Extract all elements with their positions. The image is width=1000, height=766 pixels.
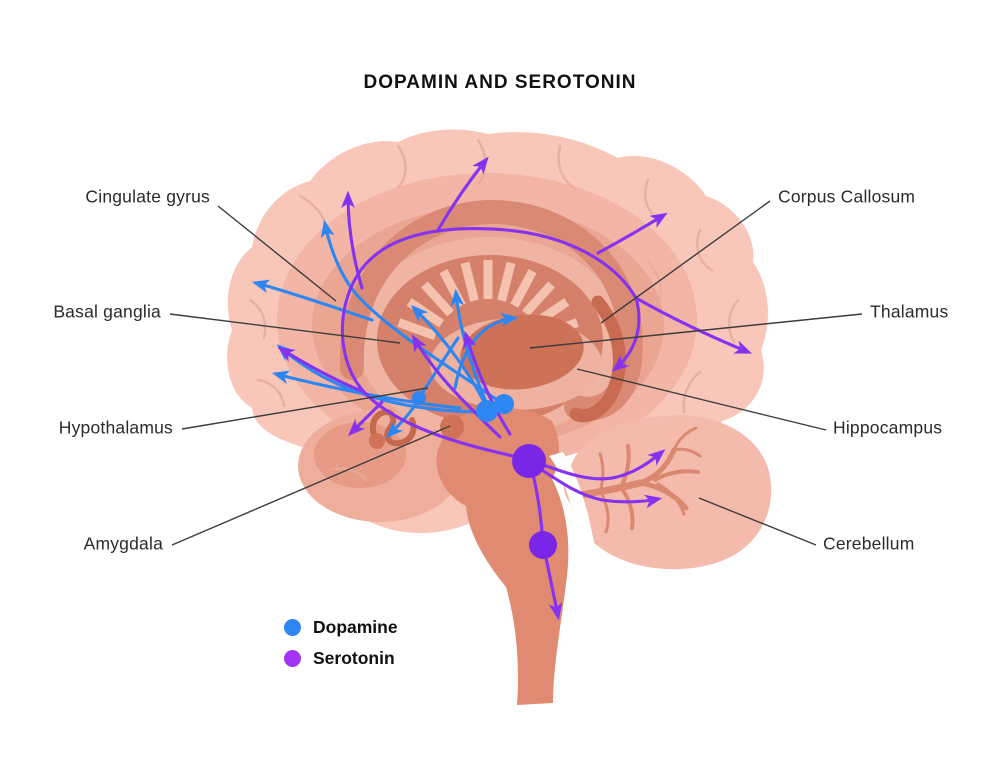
fan-slat [522,281,555,317]
label-cingulate-gyrus: Cingulate gyrus [85,186,210,207]
leader-corpus-callosum [600,200,771,324]
leader-hypothalamus [181,387,429,430]
legend-serotonin-label: Serotonin [313,648,395,668]
dopamine-node [476,400,498,422]
legend-row-serotonin: Serotonin [284,643,398,674]
fan-slat [421,281,454,317]
leader-thalamus [529,313,863,349]
legend-dopamine-label: Dopamine [313,617,398,637]
dopamine-dot-icon [284,619,301,636]
diagram-title: DOPAMIN AND SEROTONIN [363,72,637,93]
label-hypothalamus: Hypothalamus [58,417,173,438]
dopamine-node [412,391,426,405]
legend: Dopamine Serotonin [284,612,398,674]
fan-slat [397,318,437,341]
legend-row-dopamine: Dopamine [284,612,398,643]
arbor-vitae [570,426,702,534]
mammillary-spot [369,433,385,449]
serotonin-node [529,531,557,559]
dopamine-node [494,394,514,414]
serotonin-dot-icon [284,650,301,667]
label-thalamus: Thalamus [870,301,949,322]
leader-lines [169,200,863,546]
serotonin-node [512,444,546,478]
label-amygdala: Amygdala [83,533,163,554]
corpus-callosum-band [339,199,643,421]
ventricle-gap [549,452,599,572]
label-cerebellum: Cerebellum [823,533,915,554]
leader-cerebellum [698,497,817,546]
fan-slat [510,269,537,308]
fan-slat [497,261,516,302]
leader-basal-ganglia [169,313,401,344]
label-basal-ganglia: Basal ganglia [53,301,161,322]
leader-hippocampus [576,368,827,431]
leader-amygdala [171,425,451,546]
label-hippocampus: Hippocampus [833,417,943,438]
thalamus-shape [460,314,584,390]
label-corpus-callosum: Corpus Callosum [778,186,916,207]
fan-slat [460,261,479,302]
pathway-nodes [412,391,557,559]
amygdala-spot [440,415,464,439]
leader-cingulate-gyrus [217,205,337,302]
hippocampus-curl [569,295,626,423]
